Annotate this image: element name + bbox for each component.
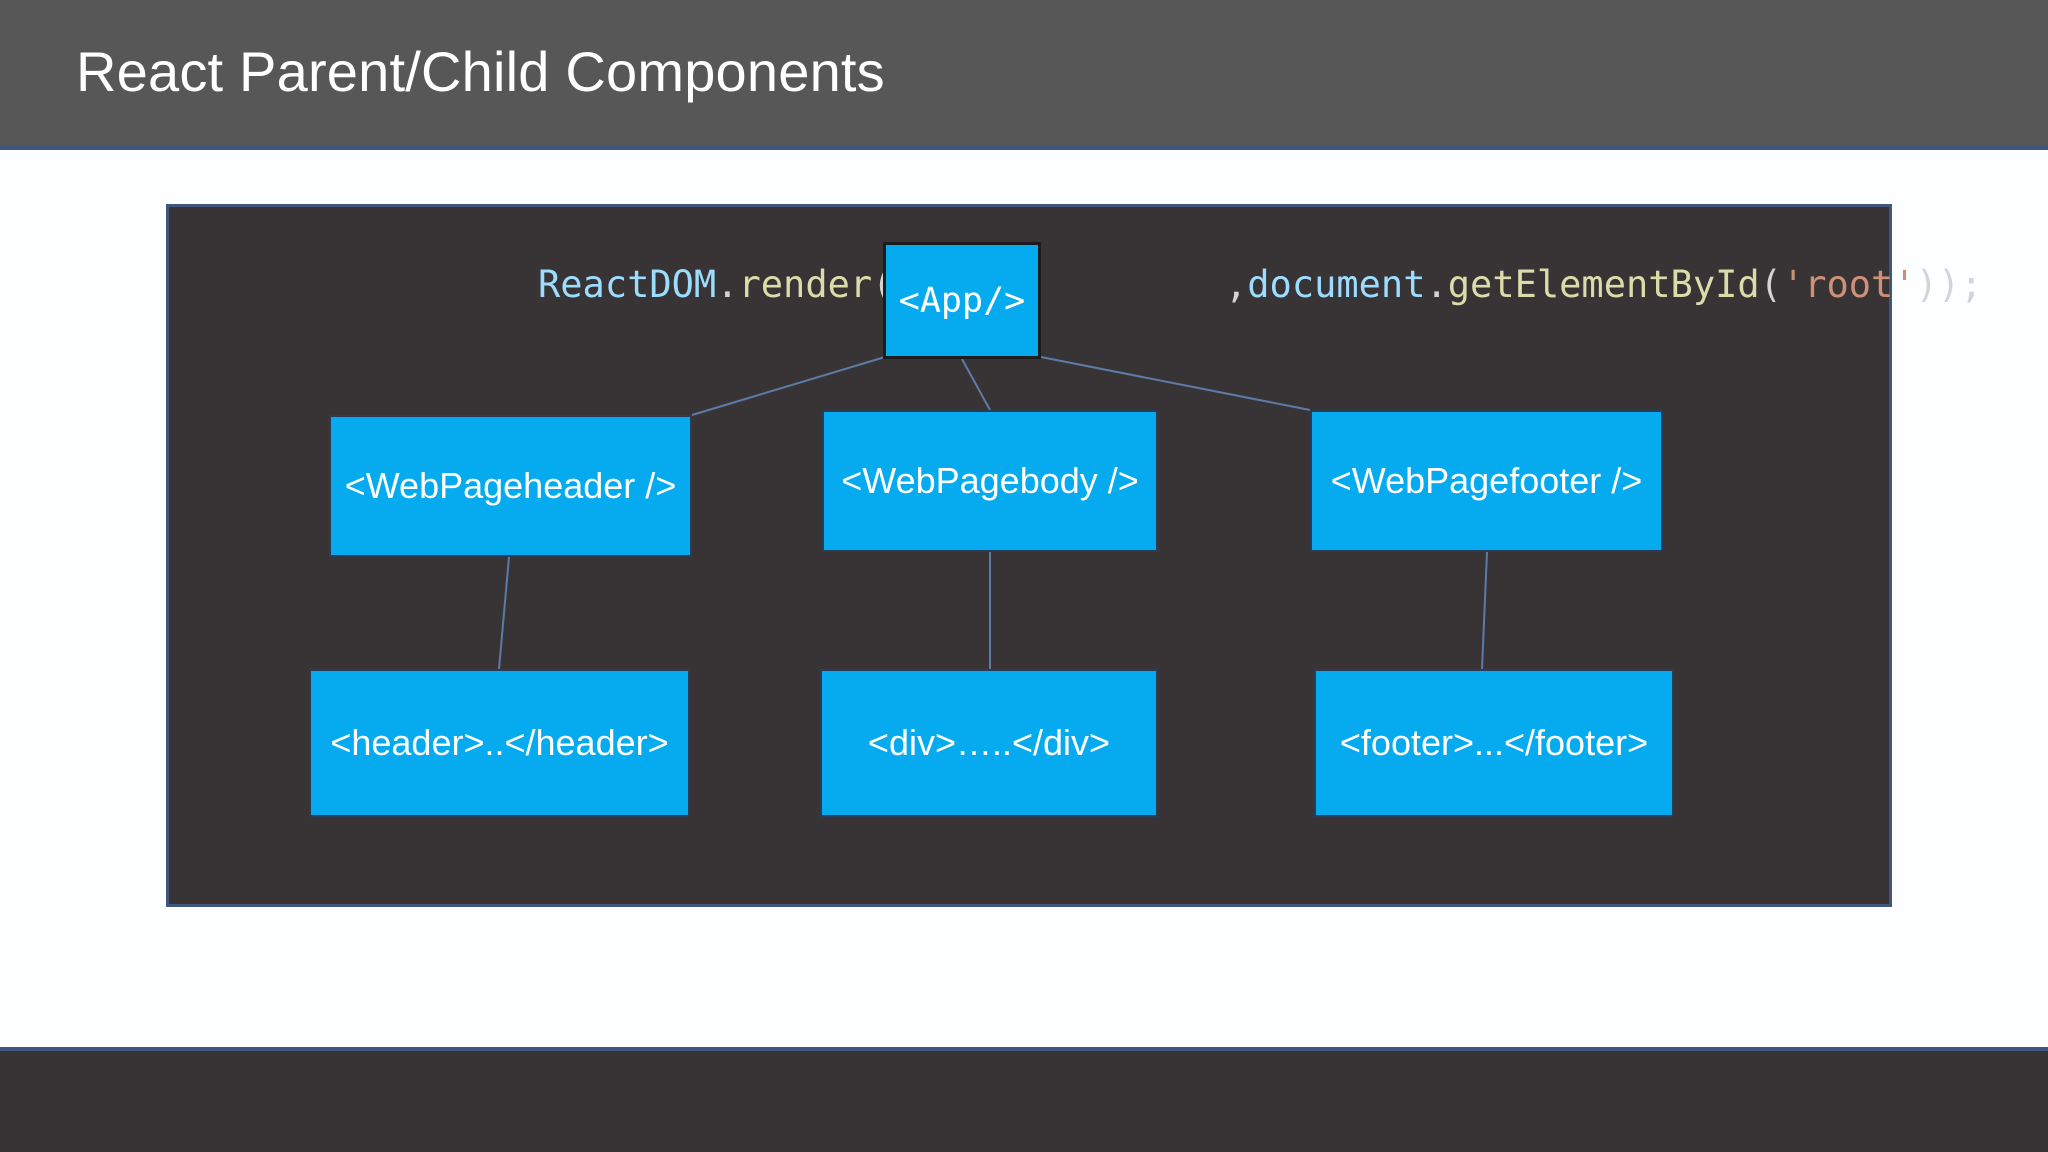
code-token-render: render (738, 263, 873, 306)
node-app[interactable]: <App/> (883, 242, 1041, 359)
code-token-getelementbyid: getElementById (1447, 263, 1760, 306)
node-webpageheader[interactable]: <WebPageheader /> (329, 415, 692, 557)
connector-footer-to-footertag (1481, 551, 1488, 670)
node-webpagefooter[interactable]: <WebPagefooter /> (1310, 410, 1663, 552)
code-left-segment: ReactDOM.render( (538, 256, 894, 314)
code-token-document: document (1247, 263, 1426, 306)
connector-header-to-headertag (498, 556, 510, 670)
connector-app-to-body (961, 358, 991, 411)
node-webpagebody[interactable]: <WebPagebody /> (822, 410, 1158, 552)
code-token-dot-2: . (1425, 263, 1448, 306)
code-token-reactdom: ReactDOM (538, 263, 717, 306)
code-token-comma: , (1225, 263, 1248, 306)
node-div-tag[interactable]: <div>…..</div> (820, 669, 1158, 817)
code-token-closing: )); (1915, 263, 1983, 306)
diagram-panel: ReactDOM.render( ,document.getElementByI… (166, 204, 1982, 907)
code-token-open-paren-2: ( (1759, 263, 1782, 306)
slide-footer-bar (0, 1047, 2048, 1152)
page-title: React Parent/Child Components (76, 40, 885, 103)
node-footer-tag[interactable]: <footer>...</footer> (1314, 669, 1674, 817)
node-header-tag[interactable]: <header>..</header> (309, 669, 690, 817)
slide-header-bar: React Parent/Child Components (0, 0, 2048, 150)
code-right-segment: ,document.getElementById('root')); (1225, 256, 1982, 314)
connector-app-to-footer (1040, 356, 1311, 411)
code-token-dot-1: . (716, 263, 739, 306)
connector-app-to-header (691, 356, 886, 416)
code-token-root-string: 'root' (1781, 263, 1916, 306)
